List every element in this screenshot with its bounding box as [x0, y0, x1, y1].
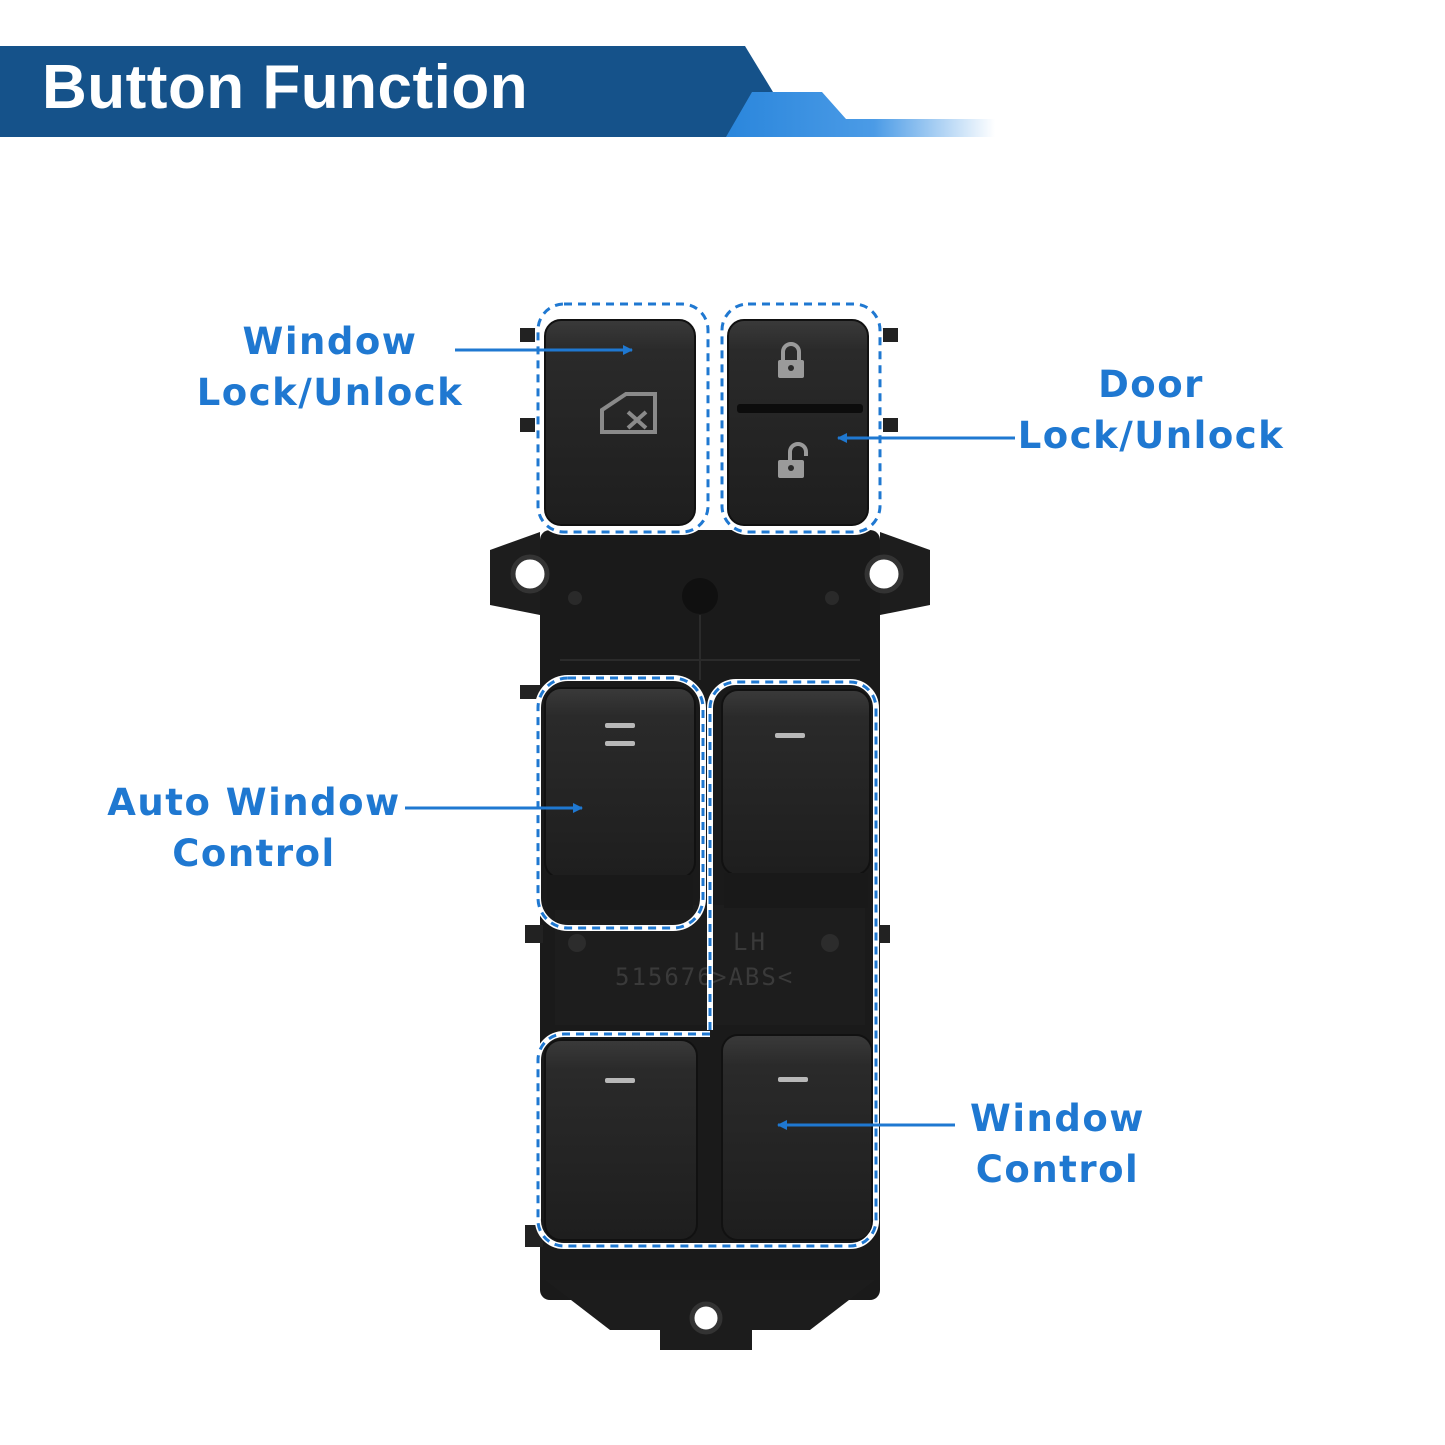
- label-window-lock: Window Lock/Unlock: [195, 316, 465, 418]
- window-switch-front-right[interactable]: [721, 689, 871, 908]
- part-marking: LH 515676 >ABS<: [615, 928, 794, 991]
- indicator-line: [778, 1077, 808, 1082]
- marking-material: >ABS<: [712, 963, 794, 991]
- unlock-icon: [778, 442, 808, 478]
- label-auto-window: Auto Window Control: [105, 777, 403, 879]
- auto-indicator-line: [605, 741, 635, 746]
- auto-window-switch[interactable]: [544, 687, 696, 910]
- indicator-line: [605, 1078, 635, 1083]
- mounting-hole: [864, 554, 904, 594]
- label-line: Window: [970, 1097, 1145, 1140]
- callout-arrows: [405, 345, 1015, 1130]
- label-line: Auto Window: [107, 781, 401, 824]
- lock-icon: [778, 342, 804, 378]
- window-lock-button[interactable]: [544, 319, 696, 526]
- marking-side: LH: [733, 928, 768, 956]
- indicator-line: [775, 733, 805, 738]
- header-banner: [0, 46, 995, 137]
- mounting-hole: [510, 554, 550, 594]
- label-line: Lock/Unlock: [1017, 414, 1285, 457]
- marking-code: 515676: [615, 963, 714, 991]
- door-lock-button[interactable]: [727, 319, 869, 526]
- label-line: Door: [1098, 363, 1204, 406]
- label-door-lock: Door Lock/Unlock: [1015, 359, 1287, 461]
- label-line: Lock/Unlock: [196, 371, 464, 414]
- label-line: Control: [172, 832, 336, 875]
- window-switch-rear-right[interactable]: [721, 1034, 873, 1241]
- auto-indicator-line: [605, 723, 635, 728]
- label-window-control: Window Control: [960, 1093, 1155, 1195]
- label-line: Control: [975, 1148, 1140, 1191]
- window-switch-rear-left[interactable]: [544, 1039, 698, 1241]
- highlight-outlines: [534, 301, 883, 1250]
- header: Button Function: [0, 0, 1445, 150]
- window-lock-icon: [600, 392, 657, 434]
- mounting-hole: [689, 1301, 723, 1335]
- page-title: Button Function: [42, 53, 529, 122]
- label-line: Window: [242, 320, 418, 363]
